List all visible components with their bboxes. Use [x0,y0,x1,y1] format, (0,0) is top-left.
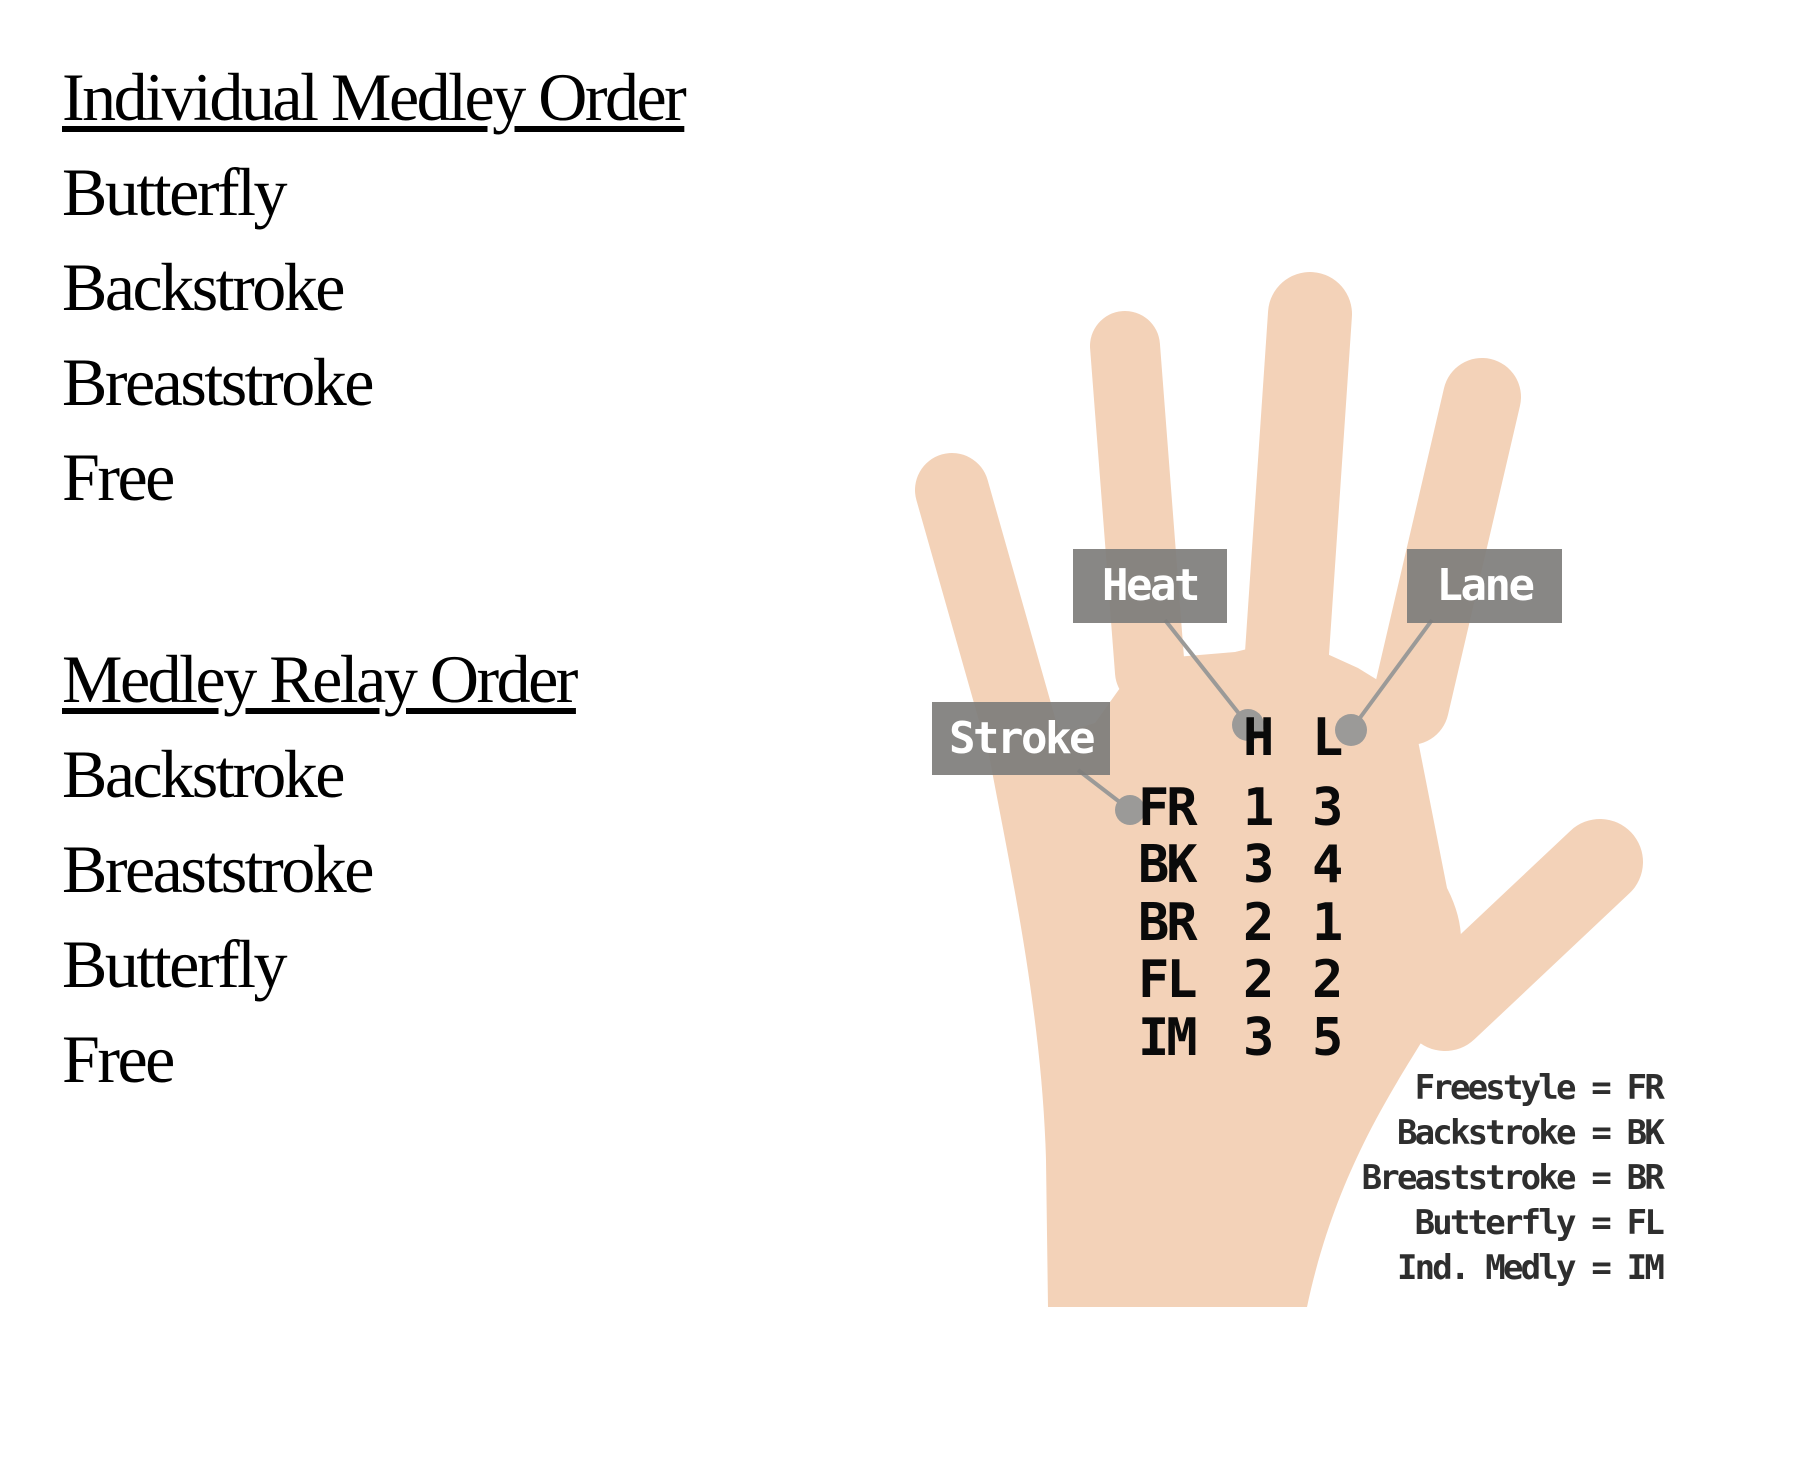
callout-anchor-dots [1115,709,1367,825]
stroke-callout-label: Stroke [932,702,1110,775]
thumb [1402,819,1643,1051]
individual-item-backstroke: Backstroke [62,249,345,325]
relay-item-butterfly: Butterfly [62,926,288,1002]
lane-cell: 2 [1312,950,1343,1011]
individual-medley-heading: Individual Medley Order [62,50,802,145]
heat-cell: 2 [1243,892,1274,953]
stroke-anchor-dot [1115,795,1145,825]
heat-connector-line [1163,618,1250,727]
heat-cell: 1 [1243,777,1274,838]
legend-freestyle: Freestyle = FR [1414,1068,1665,1108]
relay-item-free: Free [62,1021,175,1097]
header-stroke-cell [1138,710,1243,768]
lane-callout-label: Lane [1407,549,1562,623]
table-row-fr: FR 1 3 [1138,777,1392,838]
lane-cell: 4 [1312,835,1343,896]
palm-shape [989,638,1462,1307]
relay-item-backstroke: Backstroke [62,736,345,812]
stroke-abbreviation-legend: Freestyle = FR Backstroke = BK Breaststr… [1162,1066,1665,1291]
table-header-row: H L [1138,708,1392,768]
heat-cell: 3 [1243,835,1274,896]
heat-anchor-dot [1232,709,1264,741]
stroke-cell: BK [1138,835,1198,896]
lane-connector-line [1349,618,1434,732]
relay-heading-text: Medley Relay Order [62,641,578,717]
individual-item-breaststroke: Breaststroke [62,344,374,420]
header-lane-cell: L [1312,708,1343,768]
index-finger [1090,311,1185,707]
legend-ind-medley: Ind. Medly = IM [1396,1248,1665,1288]
lane-cell: 1 [1312,892,1343,953]
heat-callout-label: Heat [1073,549,1227,623]
heat-cell: 3 [1243,1007,1274,1068]
lane-cell: 3 [1312,777,1343,838]
header-heat-cell: H [1243,708,1274,768]
stroke-cell: BR [1138,892,1198,953]
table-row-br: BR 2 1 [1138,892,1392,953]
individual-item-free: Free [62,439,175,515]
legend-backstroke: Backstroke = BK [1396,1113,1665,1153]
stroke-cell: FR [1138,777,1198,838]
relay-item-breaststroke: Breaststroke [62,831,374,907]
lane-cell: 5 [1312,1007,1343,1068]
middle-finger [1244,272,1352,710]
stroke-cell: FL [1138,950,1198,1011]
individual-medley-heading-text: Individual Medley Order [62,59,687,135]
stroke-cell: IM [1138,1007,1198,1068]
legend-breaststroke: Breaststroke = BR [1361,1158,1665,1198]
individual-item-butterfly: Butterfly [62,154,288,230]
relay-heading: Medley Relay Order [62,632,802,727]
heat-lane-table: H L FR 1 3 BK 3 4 BR 2 1 FL 2 2 IM 3 5 [1138,708,1392,1068]
table-row-bk: BK 3 4 [1138,837,1392,895]
heat-cell: 2 [1243,950,1274,1011]
medley-order-lists: Individual Medley Order Butterfly Backst… [62,50,802,1107]
list-gap [62,525,802,632]
table-row-im: IM 3 5 [1138,1007,1392,1068]
legend-butterfly: Butterfly = FL [1414,1203,1665,1243]
lane-anchor-dot [1335,714,1367,746]
table-row-fl: FL 2 2 [1138,952,1392,1010]
